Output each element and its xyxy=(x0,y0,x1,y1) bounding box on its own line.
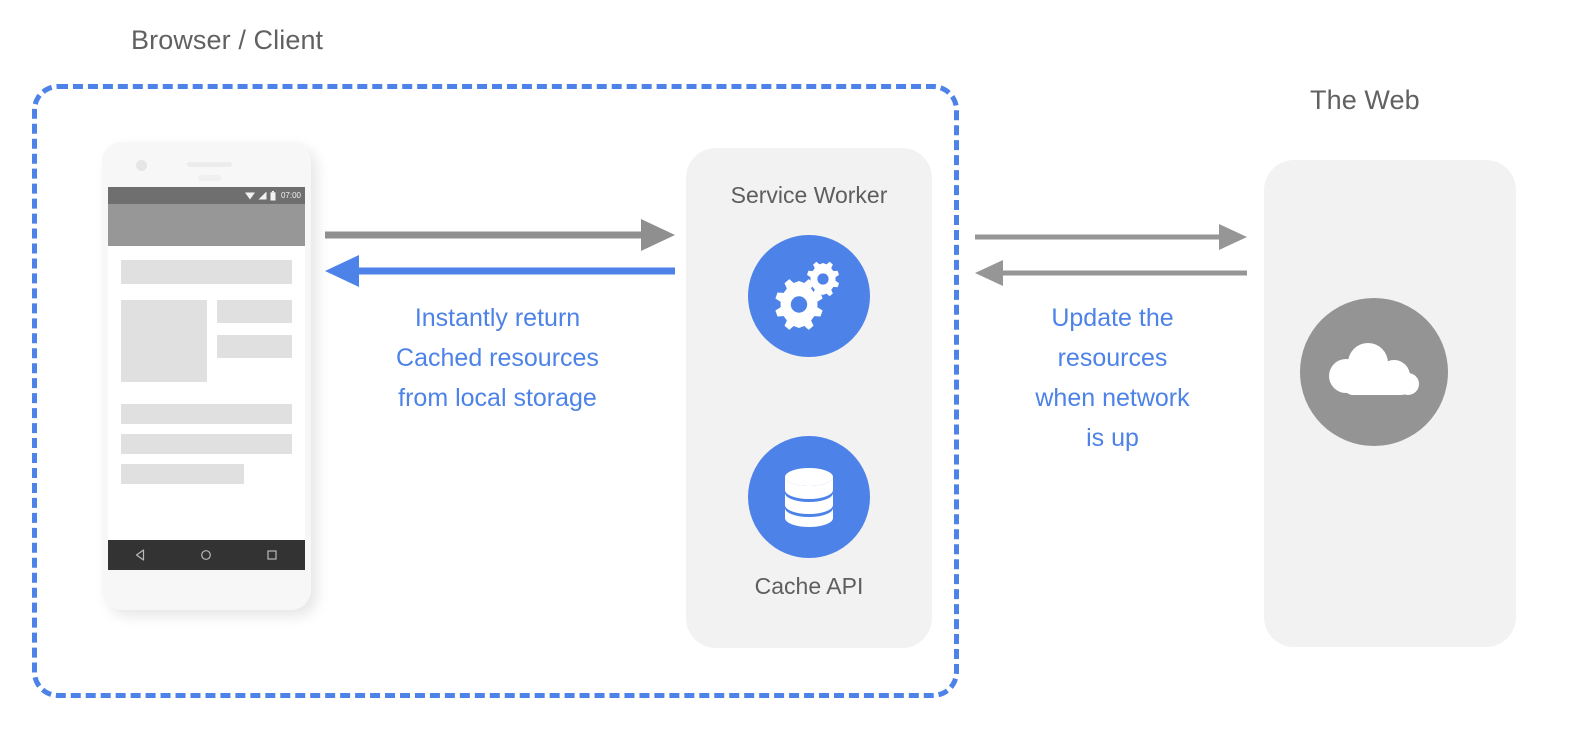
content-block xyxy=(217,300,292,323)
phone-mockup: 07:00 xyxy=(102,142,311,610)
phone-sensor-icon xyxy=(198,175,221,181)
cache-api-title: Cache API xyxy=(754,573,864,599)
content-block xyxy=(121,300,207,382)
phone-status-time: 07:00 xyxy=(280,190,301,200)
service-worker-title: Service Worker xyxy=(730,182,888,208)
the-web-label: The Web xyxy=(1310,85,1420,115)
annotation-line: is up xyxy=(1086,424,1139,452)
signal-icon xyxy=(258,191,267,200)
annotation-line: Cached resources xyxy=(396,344,599,372)
phone-content-placeholder xyxy=(108,246,305,570)
content-block xyxy=(121,434,292,454)
network-request-arrow xyxy=(975,224,1247,250)
service-worker-card: Service Worker Cache API xyxy=(686,148,932,648)
phone-speaker-icon xyxy=(187,162,232,167)
back-icon[interactable] xyxy=(135,549,147,561)
phone-status-bar: 07:00 xyxy=(108,187,305,204)
annotation-line: when network xyxy=(1035,384,1190,412)
content-block xyxy=(121,464,245,484)
annotation-line: Instantly return xyxy=(414,304,581,332)
content-block xyxy=(121,260,292,284)
client-boundary-box xyxy=(32,84,959,698)
browser-client-label: Browser / Client xyxy=(131,25,324,55)
content-column xyxy=(217,300,292,382)
database-icon xyxy=(748,436,870,558)
annotation-line: Update the xyxy=(1051,304,1174,332)
network-update-annotation: Update the resources when network is up xyxy=(1000,298,1225,458)
phone-camera-icon xyxy=(136,160,147,171)
phone-nav-bar xyxy=(108,540,305,570)
gears-icon xyxy=(748,235,870,357)
annotation-line: resources xyxy=(1057,344,1168,372)
annotation-line: from local storage xyxy=(398,384,597,412)
content-block xyxy=(121,404,292,424)
cloud-icon xyxy=(1300,298,1448,446)
request-arrow xyxy=(325,219,675,251)
cached-response-arrow xyxy=(325,255,675,287)
content-block xyxy=(217,335,292,358)
content-grid xyxy=(121,300,292,382)
phone-screen: 07:00 xyxy=(108,187,305,570)
cached-response-annotation: Instantly return Cached resources from l… xyxy=(375,298,620,418)
home-icon[interactable] xyxy=(200,549,212,561)
network-response-arrow xyxy=(975,260,1247,286)
battery-icon xyxy=(270,190,276,200)
recents-icon[interactable] xyxy=(266,549,278,561)
wifi-icon xyxy=(244,192,255,200)
phone-app-bar xyxy=(108,204,305,246)
